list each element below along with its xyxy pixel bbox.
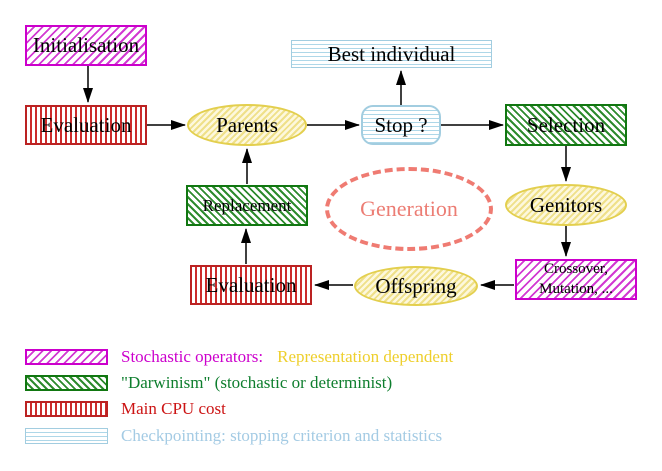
green-hatch-swatch: [25, 375, 108, 391]
legend-row-cpu-cost: Main CPU cost: [25, 399, 226, 419]
node-crossover-mutation: Crossover, Mutation, ...: [515, 259, 637, 300]
crossover-line1: Crossover,: [544, 261, 608, 277]
crossover-line2: Mutation, ...: [539, 280, 613, 297]
legend-darwinism-text: "Darwinism" (stochastic or determinist): [121, 373, 393, 392]
node-parents: Parents: [187, 104, 307, 146]
node-genitors: Genitors: [505, 184, 627, 226]
legend-stochastic-operators-text: Stochastic operators:: [121, 347, 264, 366]
cyan-stripes-swatch: [25, 428, 108, 444]
legend-checkpointing-text: Checkpointing: stopping criterion and st…: [121, 426, 443, 445]
legend-label-stochastic: Stochastic operators: Representation depe…: [121, 347, 453, 367]
generation-loop-ellipse: Generation: [325, 167, 493, 251]
legend-cpu-cost-text: Main CPU cost: [121, 399, 226, 418]
node-evaluation-top: Evaluation: [25, 105, 147, 145]
node-best-individual: Best individual: [291, 40, 492, 68]
node-stop: Stop ?: [361, 105, 441, 145]
legend-row-checkpointing: Checkpointing: stopping criterion and st…: [25, 426, 442, 446]
legend-row-stochastic: Stochastic operators: Representation depe…: [25, 347, 453, 367]
red-stripes-swatch: [25, 401, 108, 417]
legend-representation-dependent-text: Representation dependent: [277, 347, 454, 366]
node-offspring: Offspring: [354, 266, 478, 306]
node-initialisation: Initialisation: [25, 25, 147, 66]
node-evaluation-bottom: Evaluation: [190, 265, 312, 305]
node-selection: Selection: [505, 104, 627, 146]
legend-row-darwinism: "Darwinism" (stochastic or determinist): [25, 373, 392, 393]
node-replacement: Replacement: [186, 185, 308, 226]
magenta-hatch-swatch: [25, 349, 108, 365]
